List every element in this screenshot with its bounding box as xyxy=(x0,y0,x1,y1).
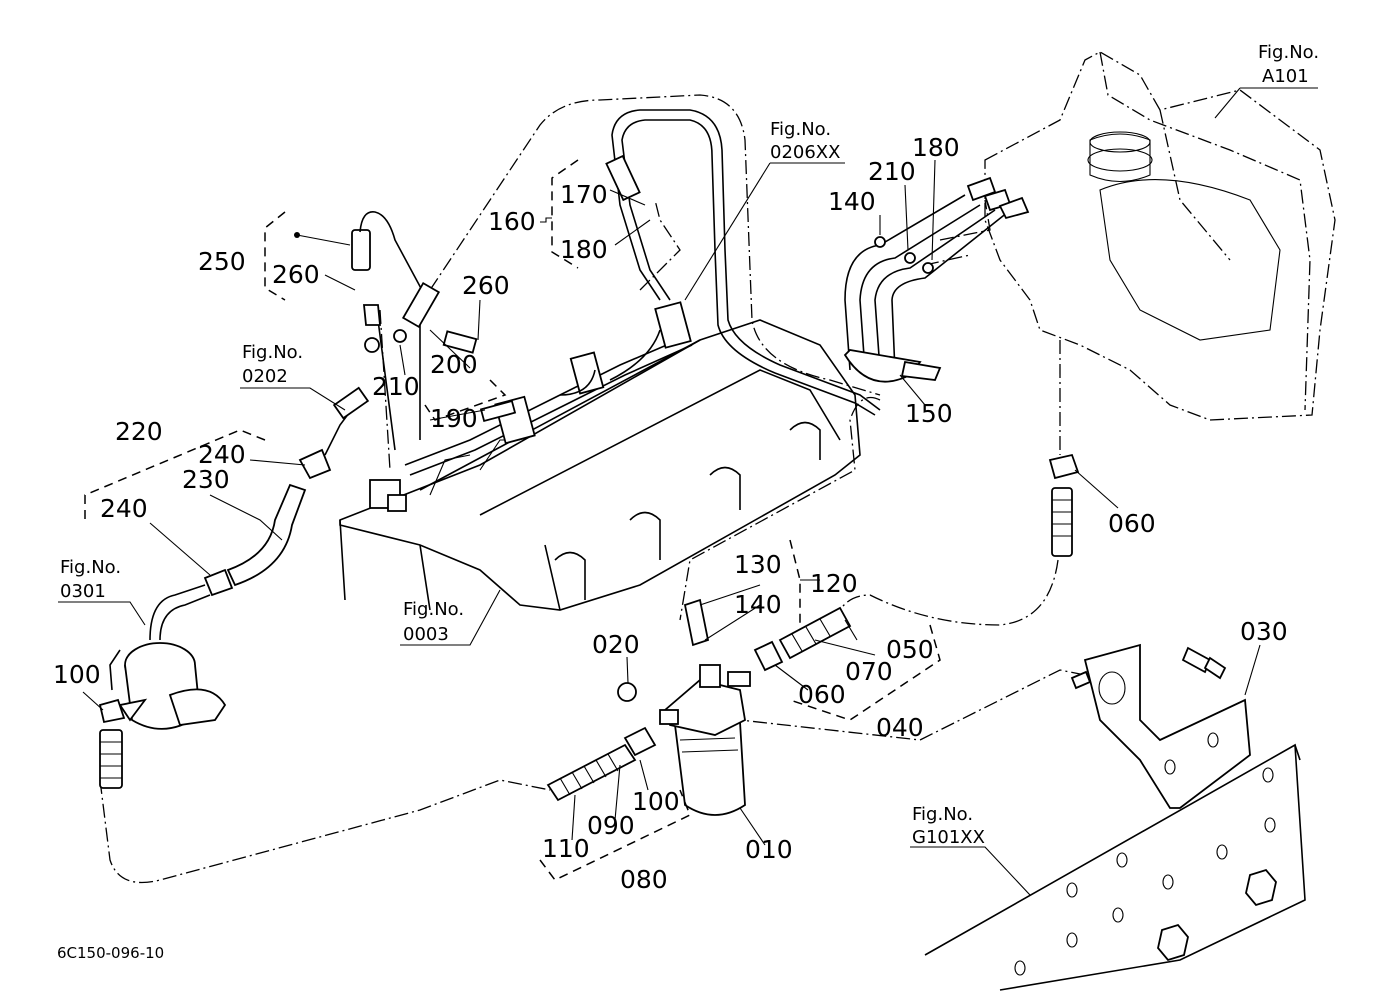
label-140-top: 140 xyxy=(828,187,876,216)
label-220: 220 xyxy=(115,417,163,446)
label-170: 170 xyxy=(560,180,608,209)
label-140-filter: 140 xyxy=(734,590,782,619)
label-070: 070 xyxy=(845,657,893,686)
injector-pipes xyxy=(404,301,693,476)
leader-lines xyxy=(58,87,1318,896)
label-030: 030 xyxy=(1240,617,1288,646)
phantom-leaders xyxy=(99,94,1086,884)
fuel-tank xyxy=(984,51,1336,421)
fig-ref-0202-code: 0202 xyxy=(242,366,288,387)
tank-outlet-hose xyxy=(1048,453,1080,557)
label-100-filter: 100 xyxy=(632,787,680,816)
fig-ref-a101-code: A101 xyxy=(1262,66,1309,87)
label-060-filter: 060 xyxy=(798,680,846,709)
label-210-top: 210 xyxy=(868,157,916,186)
label-100-pump: 100 xyxy=(53,660,101,689)
label-180-left: 180 xyxy=(560,235,608,264)
label-060-tank: 060 xyxy=(1108,509,1156,538)
frame xyxy=(924,743,1306,991)
fig-ref-g101xx: Fig.No. G101XX xyxy=(912,804,985,848)
fig-ref-0301: Fig.No. 0301 xyxy=(60,557,121,602)
fig-ref-0003-code: 0003 xyxy=(403,624,449,645)
label-210-left: 210 xyxy=(372,372,420,401)
fig-ref-0301-code: 0301 xyxy=(60,581,106,602)
fig-ref-g101xx-code: G101XX xyxy=(912,827,985,848)
fig-ref-0206xx-prefix: Fig.No. xyxy=(770,119,831,140)
label-240-upper: 240 xyxy=(198,440,246,469)
overflow-pipe-250 xyxy=(294,211,517,423)
label-250: 250 xyxy=(198,247,246,276)
label-110: 110 xyxy=(542,834,590,863)
fig-ref-g101xx-prefix: Fig.No. xyxy=(912,804,973,825)
label-190: 190 xyxy=(430,404,478,433)
filter-hoses xyxy=(546,598,852,802)
label-180-top: 180 xyxy=(912,133,960,162)
label-240-lower: 240 xyxy=(100,494,148,523)
label-260-left: 260 xyxy=(272,260,320,289)
engine-block xyxy=(339,319,861,611)
label-040: 040 xyxy=(876,713,924,742)
fig-ref-0202: Fig.No. 0202 xyxy=(242,342,303,387)
label-160: 160 xyxy=(488,207,536,236)
label-080: 080 xyxy=(620,865,668,894)
fig-ref-0206xx: Fig.No. 0206XX xyxy=(770,119,840,163)
fig-ref-a101: Fig.No. A101 xyxy=(1258,42,1319,87)
label-050: 050 xyxy=(886,635,934,664)
part-labels: 010 020 030 040 050 060 060 070 080 090 … xyxy=(53,133,1288,894)
label-120: 120 xyxy=(810,569,858,598)
label-260-right: 260 xyxy=(462,271,510,300)
fig-ref-0003-prefix: Fig.No. xyxy=(403,599,464,620)
label-010: 010 xyxy=(745,835,793,864)
fig-ref-0301-prefix: Fig.No. xyxy=(60,557,121,578)
fig-ref-a101-prefix: Fig.No. xyxy=(1258,42,1319,63)
label-020: 020 xyxy=(592,630,640,659)
hose-230 xyxy=(203,386,370,597)
label-150: 150 xyxy=(905,399,953,428)
feed-pump xyxy=(98,584,227,789)
label-200: 200 xyxy=(430,350,478,379)
fig-ref-0003: Fig.No. 0003 xyxy=(403,599,464,645)
group-brackets xyxy=(84,159,941,881)
fuel-filter xyxy=(659,664,751,816)
fig-ref-0206xx-code: 0206XX xyxy=(770,142,840,163)
return-pipe-bundle xyxy=(843,176,1030,383)
figure-code: 6C150-096-10 xyxy=(57,944,164,962)
filter-bracket xyxy=(1070,643,1251,809)
fig-ref-0202-prefix: Fig.No. xyxy=(242,342,303,363)
label-130: 130 xyxy=(734,550,782,579)
label-090: 090 xyxy=(587,811,635,840)
label-230: 230 xyxy=(182,465,230,494)
